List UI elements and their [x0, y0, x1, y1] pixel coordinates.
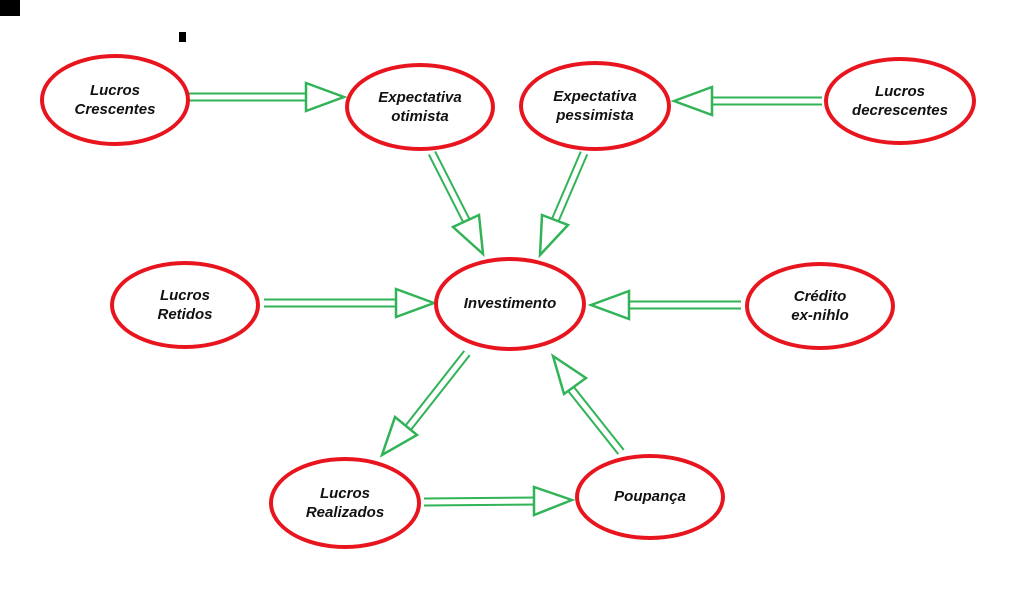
node-investimento: Investimento [434, 257, 586, 351]
node-label: pessimista [556, 107, 634, 124]
node-label: Investimento [463, 295, 557, 313]
node-label: Crédito [793, 287, 847, 305]
ink-artifact [0, 0, 20, 16]
ink-artifact [179, 32, 186, 42]
node-label: Realizados [305, 504, 385, 521]
arrow-lucros-realizados-to-poupanca [423, 485, 576, 517]
arrow-lucros-retidos-to-investimento [264, 287, 438, 319]
node-expectativa-otimista: Expectativa otimista [345, 63, 495, 151]
node-lucros-realizados: Lucros Realizados [269, 457, 421, 549]
node-credito-ex-nihlo: Crédito ex-nihlo [745, 262, 895, 350]
node-label: Expectativa [378, 88, 462, 106]
node-lucros-decrescentes: Lucros decrescentes [824, 57, 976, 145]
node-label: otimista [391, 108, 449, 125]
node-label: ex-nihlo [791, 307, 849, 324]
arrow-investimento-to-lucros-realizados [379, 350, 471, 458]
arrow-poupanca-to-investimento [550, 353, 625, 455]
node-expectativa-pessimista: Expectativa pessimista [519, 61, 671, 151]
arrow-lucros-crescentes-to-expectativa-otimista [187, 81, 348, 113]
arrow-expectativa-pessimista-to-investimento [538, 151, 589, 259]
node-label: Lucros [874, 82, 925, 100]
node-poupanca: Poupança [575, 454, 725, 540]
arrow-lucros-decrescentes-to-expectativa-pessimista [670, 85, 822, 117]
node-lucros-crescentes: Lucros Crescentes [40, 54, 190, 146]
arrow-credito-ex-nihlo-to-investimento [587, 289, 741, 321]
node-label: Lucros [319, 484, 370, 502]
node-label: Lucros [159, 286, 210, 304]
node-label: Crescentes [74, 101, 156, 118]
node-label: Lucros [89, 81, 140, 99]
node-label: Expectativa [553, 87, 637, 105]
node-label: Retidos [157, 306, 213, 323]
node-label: decrescentes [852, 102, 948, 119]
arrow-expectativa-otimista-to-investimento [427, 150, 485, 258]
node-lucros-retidos: Lucros Retidos [110, 261, 260, 349]
node-label: Poupança [614, 488, 686, 506]
